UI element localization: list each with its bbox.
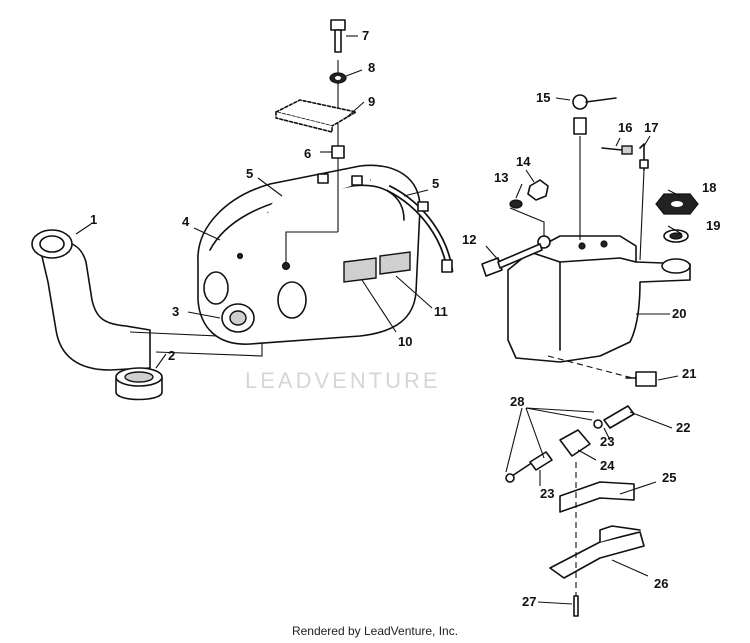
callout-18: 18	[702, 180, 716, 195]
coupler-part	[115, 367, 163, 401]
grommet-small-part	[331, 145, 345, 159]
mount-block-part	[275, 99, 357, 133]
callout-26: 26	[654, 576, 668, 591]
callout-16: 16	[618, 120, 632, 135]
callout-2: 2	[168, 348, 175, 363]
bracket-part	[559, 481, 635, 513]
render-credit: Rendered by LeadVenture, Inc.	[291, 624, 459, 638]
callout-6: 6	[304, 146, 311, 161]
cap-gasket-part	[663, 229, 689, 243]
washer-small-part	[509, 199, 523, 209]
airbox-part	[197, 164, 421, 345]
washer-part	[329, 72, 347, 84]
callout-5-left: 5	[246, 166, 253, 181]
bolt-part	[330, 19, 346, 53]
nut-part	[527, 179, 549, 201]
callout-7: 7	[362, 28, 369, 43]
breather-hose-right-part	[386, 184, 454, 273]
callout-11: 11	[434, 304, 448, 319]
hose-fitting-right-part	[593, 405, 635, 429]
callout-4: 4	[182, 214, 190, 229]
callout-21: 21	[682, 366, 696, 381]
callout-3: 3	[172, 304, 179, 319]
callout-5-right: 5	[432, 176, 439, 191]
screw-part	[573, 595, 579, 617]
callout-25: 25	[662, 470, 676, 485]
callout-14: 14	[516, 154, 531, 169]
inline-filter-part	[559, 429, 591, 457]
callout-19: 19	[706, 218, 720, 233]
callout-20: 20	[672, 306, 686, 321]
elbow-fitting-part	[625, 371, 657, 387]
filler-cap-part	[655, 193, 699, 215]
callout-23-left: 23	[540, 486, 554, 501]
wire-part	[601, 145, 633, 155]
oil-tank-part	[507, 235, 691, 363]
callout-12: 12	[462, 232, 476, 247]
level-sender-part	[572, 94, 617, 240]
intake-tube-part	[31, 229, 151, 371]
callout-28: 28	[510, 394, 524, 409]
callout-9: 9	[368, 94, 375, 109]
grommet-part	[221, 303, 255, 333]
callout-13: 13	[494, 170, 508, 185]
breather-hose-left-part	[266, 173, 371, 213]
callout-27: 27	[522, 594, 536, 609]
callout-22: 22	[676, 420, 690, 435]
callout-23-right: 23	[600, 434, 614, 449]
callout-1: 1	[90, 212, 97, 227]
callout-15: 15	[536, 90, 550, 105]
strap-part	[549, 525, 645, 579]
callout-8: 8	[368, 60, 375, 75]
callout-10: 10	[398, 334, 412, 349]
filler-neck	[661, 258, 691, 274]
watermark-text: LEADVENTURE	[245, 368, 441, 393]
callout-24: 24	[600, 458, 615, 473]
callout-17: 17	[644, 120, 658, 135]
vent-line-part	[639, 143, 649, 261]
hose-fitting-left-part	[505, 451, 553, 483]
mount-bolt-part	[481, 243, 543, 277]
